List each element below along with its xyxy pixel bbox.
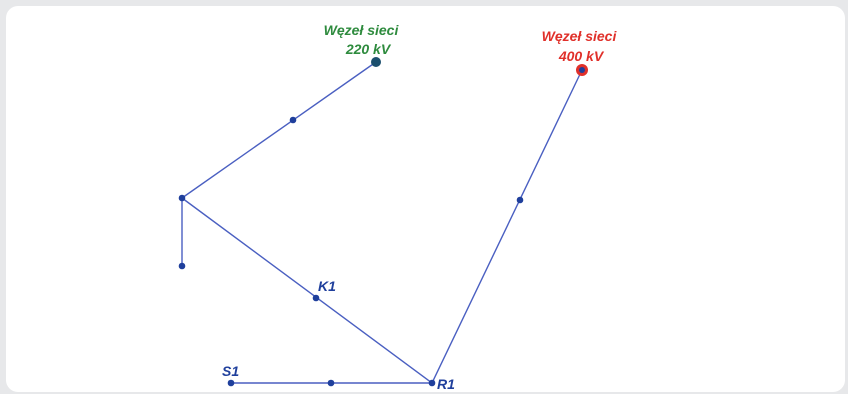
- line-220-to-junction: [181, 61, 377, 199]
- labels: Węzeł sieci 220 kV Węzeł sieci 400 kV K1…: [222, 22, 617, 392]
- label-r1: R1: [437, 376, 455, 392]
- node-mid-220-line: [289, 116, 297, 124]
- label-400kv-line2: 400 kV: [558, 48, 605, 64]
- node-r1: [428, 379, 436, 387]
- line-r1-to-400: [431, 69, 583, 384]
- label-s1: S1: [222, 363, 239, 379]
- node-400kv: [579, 67, 585, 73]
- node-mid-400-line: [516, 196, 524, 204]
- line-junction-to-r1: [181, 197, 433, 384]
- node-mid-s1-line: [327, 379, 335, 387]
- diagram-card: [6, 6, 845, 392]
- node-220kv: [371, 57, 381, 67]
- connection-lines: [181, 61, 583, 384]
- label-400kv-line1: Węzeł sieci: [542, 28, 618, 44]
- label-220kv-line2: 220 kV: [345, 41, 392, 57]
- nodes: [178, 57, 588, 387]
- node-s1: [227, 379, 235, 387]
- label-220kv-line1: Węzeł sieci: [324, 22, 400, 38]
- node-junction: [178, 194, 186, 202]
- node-stub-end: [178, 262, 186, 270]
- label-k1: K1: [318, 278, 336, 294]
- node-k1: [312, 294, 320, 302]
